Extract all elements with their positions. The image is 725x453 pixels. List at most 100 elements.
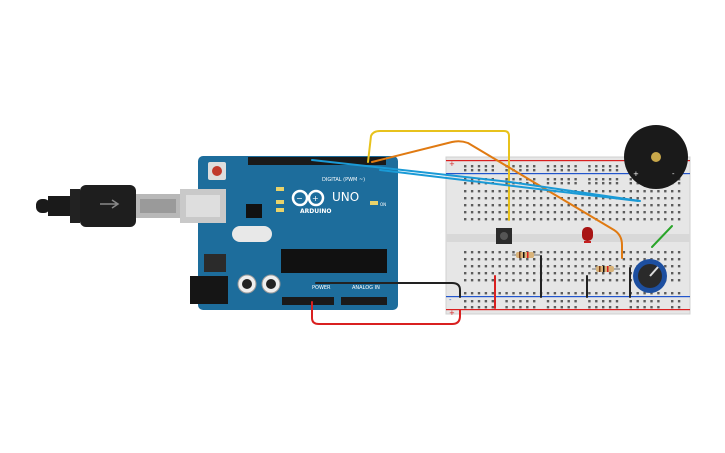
breadboard-hole[interactable] [533,265,536,268]
breadboard-hole[interactable] [629,300,632,303]
breadboard-hole[interactable] [567,165,570,168]
breadboard-hole[interactable] [512,306,515,309]
breadboard-hole[interactable] [574,218,577,221]
breadboard-hole[interactable] [505,258,508,261]
breadboard-hole[interactable] [533,258,536,261]
breadboard-hole[interactable] [602,272,605,275]
breadboard-hole[interactable] [677,306,681,309]
breadboard-hole[interactable] [560,306,563,309]
breadboard-hole[interactable] [677,272,681,275]
breadboard-hole[interactable] [505,218,508,221]
breadboard-hole[interactable] [477,265,481,268]
breadboard-hole[interactable] [588,279,591,282]
breadboard-hole[interactable] [560,218,563,221]
breadboard-hole[interactable] [498,197,501,200]
breadboard-hole[interactable] [560,169,563,172]
breadboard-hole[interactable] [553,211,557,214]
breadboard-hole[interactable] [588,265,591,268]
breadboard-hole[interactable] [608,258,612,261]
breadboard-hole[interactable] [464,218,467,221]
breadboard-hole[interactable] [546,265,550,268]
breadboard-hole[interactable] [470,272,474,275]
breadboard-hole[interactable] [574,165,577,168]
breadboard-hole[interactable] [519,272,522,275]
breadboard-hole[interactable] [484,292,488,295]
breadboard-hole[interactable] [519,190,522,193]
breadboard-hole[interactable] [595,265,598,268]
breadboard-hole[interactable] [491,306,494,309]
breadboard-hole[interactable] [643,218,646,221]
breadboard-hole[interactable] [595,182,598,185]
breadboard-hole[interactable] [602,300,605,303]
breadboard-hole[interactable] [477,211,481,214]
breadboard-hole[interactable] [664,258,667,261]
breadboard-hole[interactable] [636,300,639,303]
breadboard-hole[interactable] [505,292,508,295]
breadboard-hole[interactable] [657,197,660,200]
breadboard-hole[interactable] [602,306,605,309]
breadboard-hole[interactable] [526,272,529,275]
breadboard-hole[interactable] [553,300,557,303]
breadboard-hole[interactable] [484,165,488,168]
breadboard-hole[interactable] [498,190,501,193]
breadboard-hole[interactable] [553,265,557,268]
breadboard-hole[interactable] [677,190,681,193]
breadboard-hole[interactable] [553,197,557,200]
breadboard-hole[interactable] [546,169,550,172]
breadboard-hole[interactable] [574,178,577,181]
breadboard-hole[interactable] [650,218,653,221]
breadboard-hole[interactable] [526,300,529,303]
breadboard-hole[interactable] [519,292,522,295]
breadboard-hole[interactable] [671,218,674,221]
breadboard-hole[interactable] [657,218,660,221]
pushbutton[interactable] [496,228,512,244]
breadboard-hole[interactable] [470,178,474,181]
breadboard-hole[interactable] [588,292,591,295]
breadboard-hole[interactable] [491,165,494,168]
breadboard-hole[interactable] [491,279,494,282]
breadboard-hole[interactable] [526,204,529,207]
breadboard-hole[interactable] [664,211,667,214]
breadboard-hole[interactable] [677,300,681,303]
breadboard-hole[interactable] [677,258,681,261]
breadboard-hole[interactable] [491,292,494,295]
breadboard-hole[interactable] [588,178,591,181]
breadboard-hole[interactable] [650,292,653,295]
breadboard-hole[interactable] [608,165,612,168]
breadboard-hole[interactable] [560,178,563,181]
breadboard-hole[interactable] [464,306,467,309]
breadboard-hole[interactable] [664,251,667,254]
breadboard-hole[interactable] [615,272,619,275]
breadboard-hole[interactable] [602,251,605,254]
breadboard-hole[interactable] [519,169,522,172]
breadboard-hole[interactable] [615,169,619,172]
breadboard-hole[interactable] [643,306,646,309]
breadboard-hole[interactable] [574,265,577,268]
resistor-1[interactable] [512,252,540,258]
breadboard-hole[interactable] [526,279,529,282]
breadboard-hole[interactable] [553,165,557,168]
breadboard-hole[interactable] [477,292,481,295]
breadboard-hole[interactable] [636,251,639,254]
breadboard-hole[interactable] [671,279,674,282]
breadboard-hole[interactable] [581,272,584,275]
breadboard-hole[interactable] [491,272,494,275]
breadboard-hole[interactable] [574,182,577,185]
breadboard-hole[interactable] [567,197,570,200]
breadboard-hole[interactable] [677,197,681,200]
breadboard-hole[interactable] [650,306,653,309]
breadboard-hole[interactable] [519,306,522,309]
breadboard-hole[interactable] [484,190,488,193]
breadboard-hole[interactable] [608,190,612,193]
breadboard-hole[interactable] [588,169,591,172]
breadboard-hole[interactable] [671,272,674,275]
breadboard-hole[interactable] [560,182,563,185]
breadboard-hole[interactable] [636,258,639,261]
breadboard-hole[interactable] [588,218,591,221]
breadboard-hole[interactable] [526,265,529,268]
breadboard-hole[interactable] [512,211,515,214]
breadboard-hole[interactable] [615,211,619,214]
breadboard-hole[interactable] [581,292,584,295]
breadboard-hole[interactable] [470,251,474,254]
breadboard-hole[interactable] [546,197,550,200]
